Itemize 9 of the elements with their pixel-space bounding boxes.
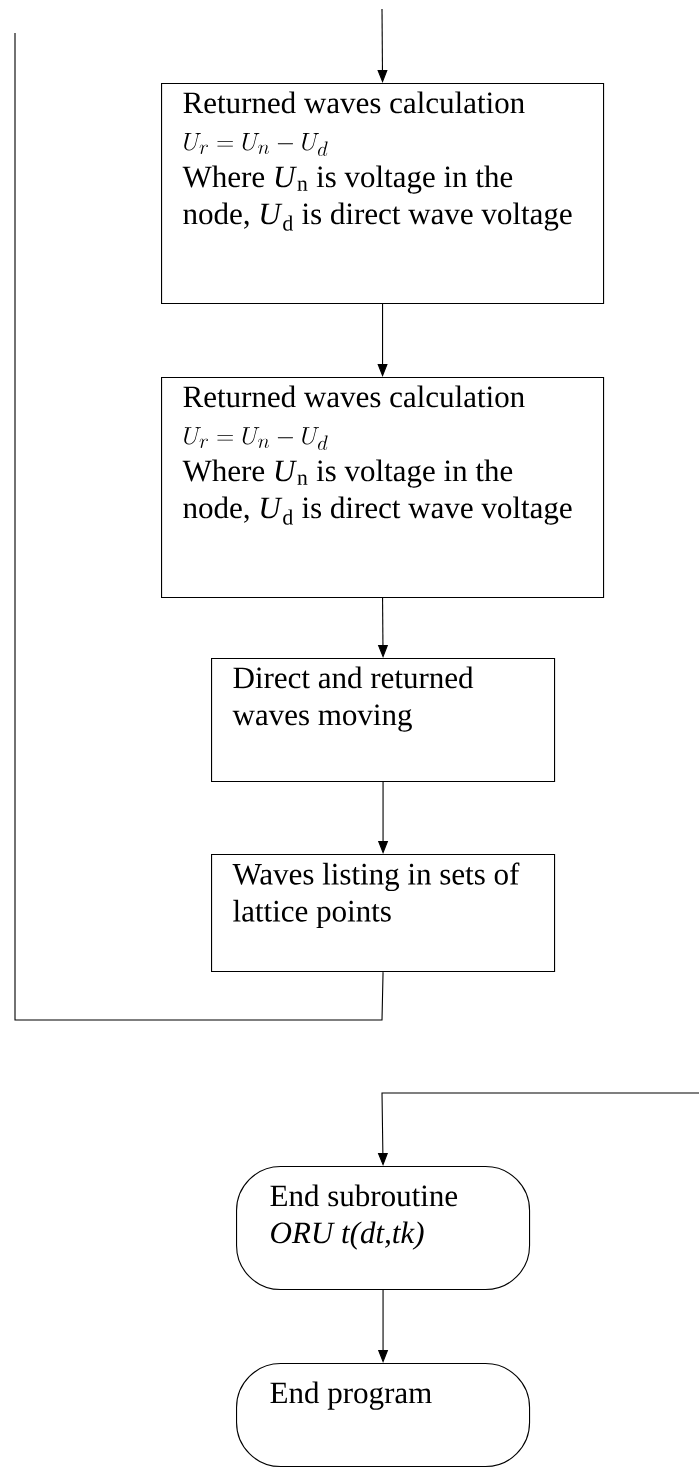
process-box: Direct and returned waves moving: [211, 658, 556, 783]
arrow: [377, 1092, 699, 1166]
process-box: Returned waves calculation $U_r = U_n - U_d$ Where U$_{n}$ is voltage in the node, U$_{d}$ is direct wave voltage: [161, 83, 605, 305]
loop-line: [14, 32, 384, 1021]
terminal-box: End subroutine ORU t(dt,tk): [236, 1166, 531, 1291]
process-box: Returned waves calculation $U_r = U_n - U_d$ Where U$_{n}$ is voltage in the node, U$_{d}$ is direct wave voltage: [161, 377, 605, 599]
process-box: Waves listing in sets of lattice points: [211, 854, 556, 973]
arrow: [377, 303, 388, 377]
terminal-box: End program: [236, 1363, 531, 1468]
